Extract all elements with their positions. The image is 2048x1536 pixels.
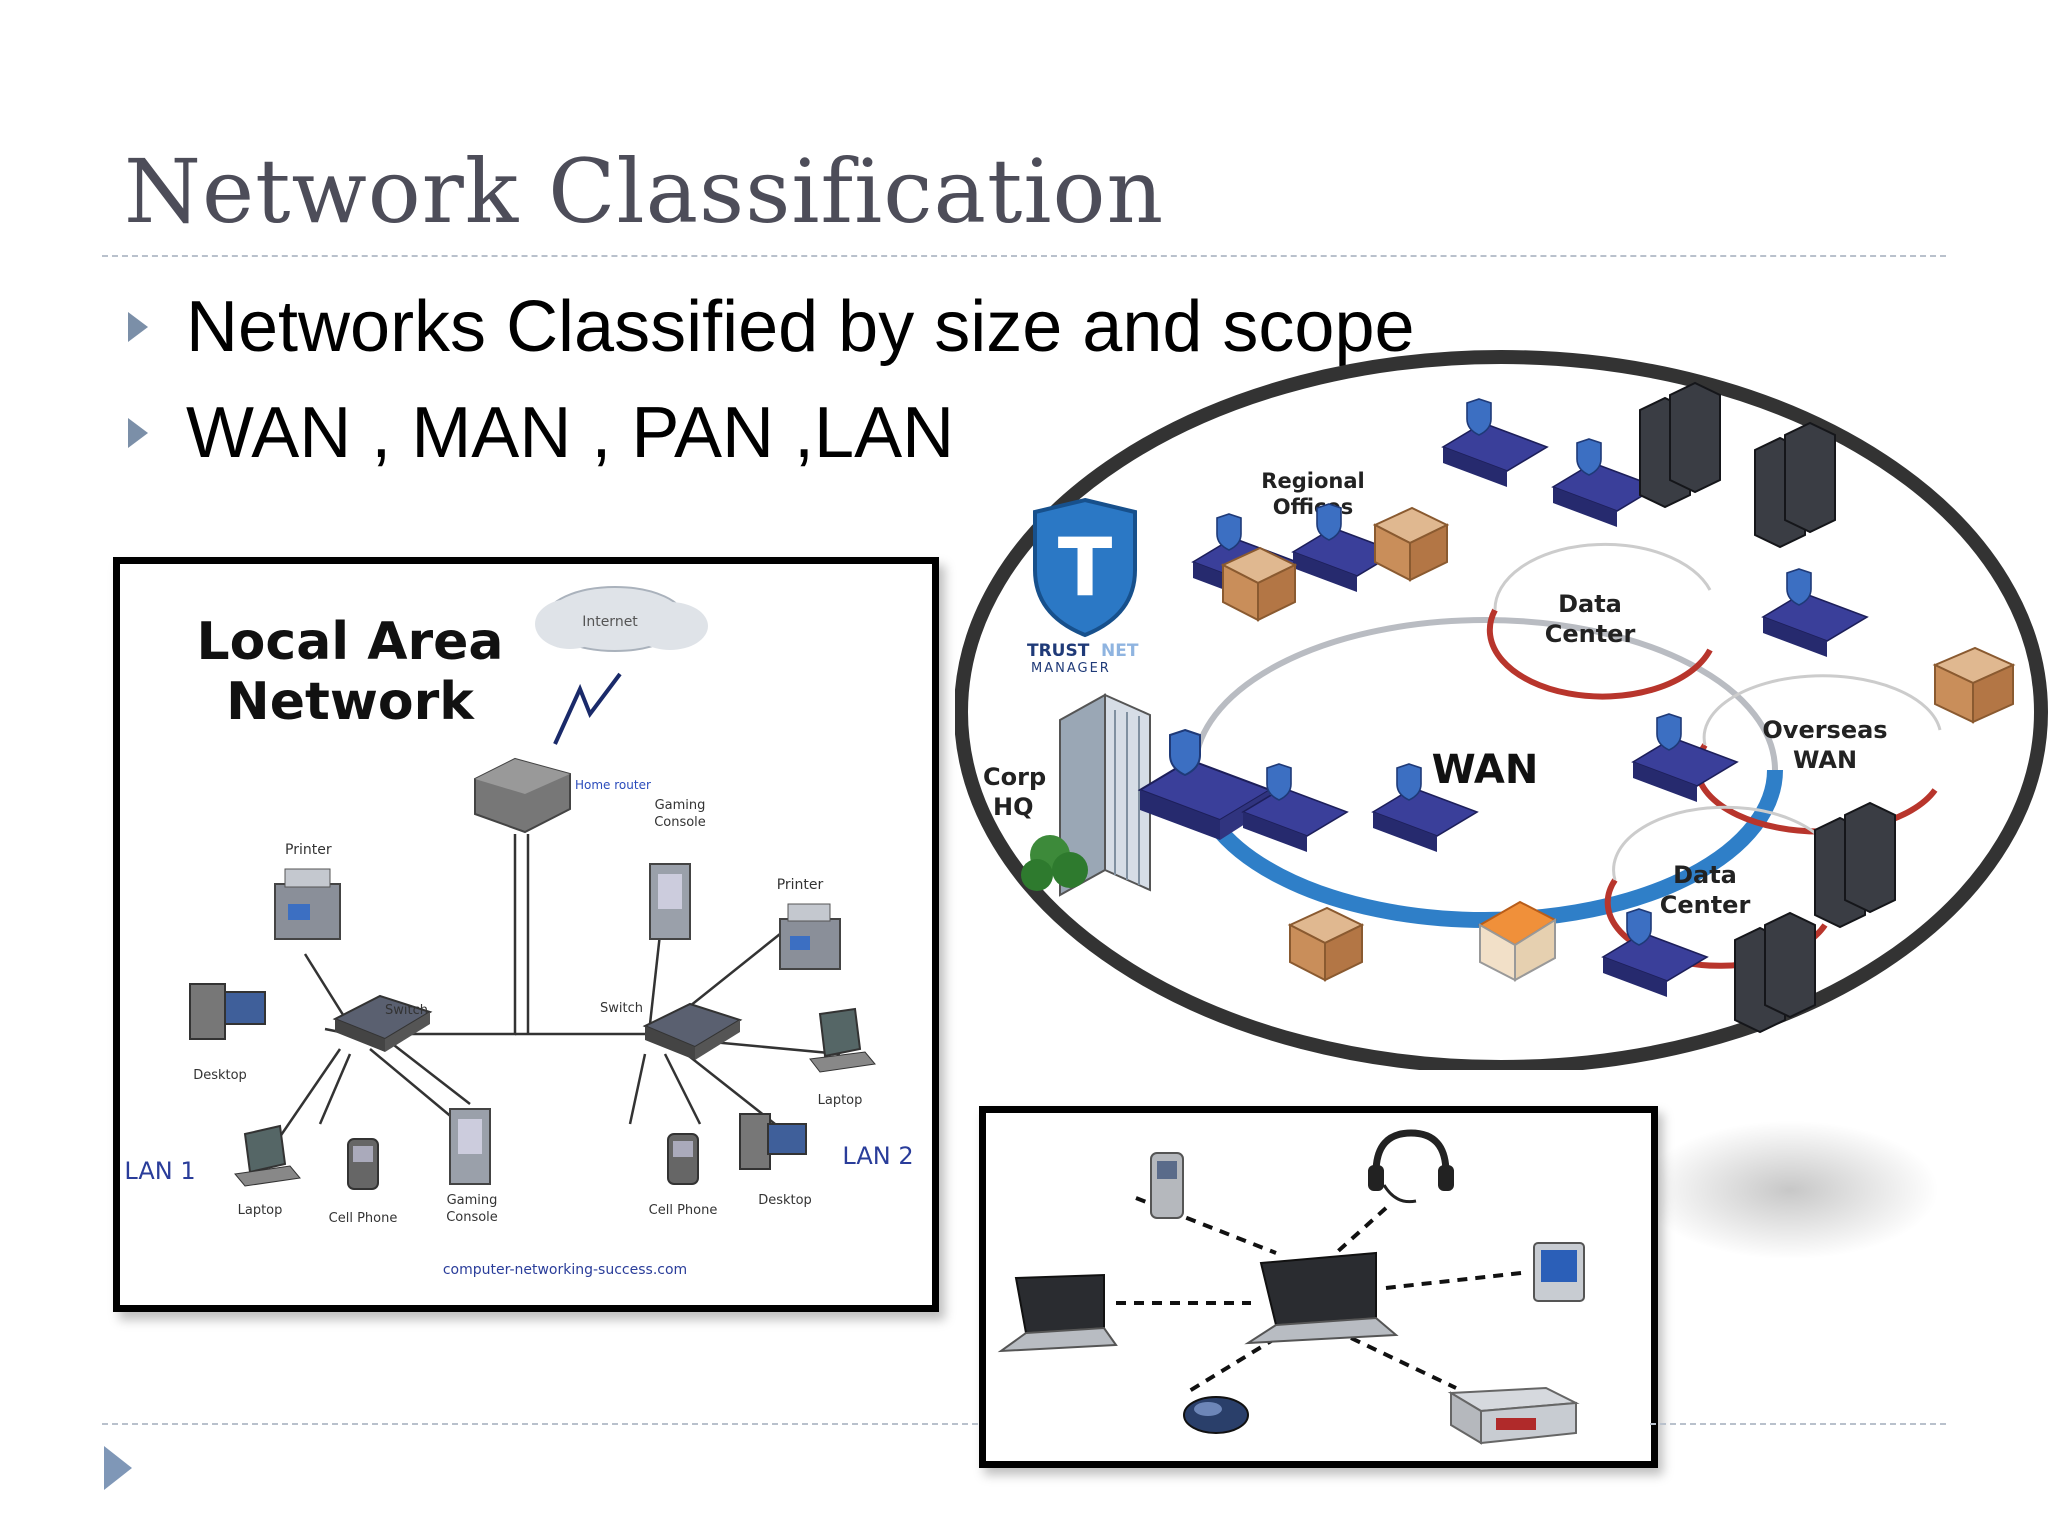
router-icon — [1241, 763, 1349, 852]
trustnet-brand-1: TRUST — [1027, 641, 1090, 661]
house-icon — [1477, 900, 1558, 982]
trustnet-brand-3: MANAGER — [1031, 661, 1111, 676]
wan-ring — [1187, 769, 1783, 928]
desktop-right-label: Desktop — [758, 1193, 812, 1208]
corp-hq-label-2: HQ — [993, 793, 1034, 821]
corp-hq-building-icon — [1021, 693, 1151, 897]
cell-phone-icon — [1150, 1152, 1184, 1219]
pda-device-icon — [1533, 1242, 1585, 1302]
switch-right-label: Switch — [600, 1001, 643, 1016]
internet-cloud-icon: Internet — [535, 586, 708, 652]
footer-nav-arrow-icon — [104, 1446, 132, 1490]
desktop-left-icon: Desktop — [189, 983, 266, 1083]
printer-icon — [1447, 1386, 1580, 1445]
router-icon — [1551, 438, 1659, 527]
router-icon — [1761, 568, 1869, 657]
server-rack-icon — [1754, 421, 1836, 549]
bullet-text-1: Networks Classified by size and scope — [186, 287, 1415, 367]
server-rack-icon — [1814, 801, 1896, 929]
trustnet-brand-2: NET — [1101, 641, 1139, 661]
router-icon — [1371, 763, 1479, 852]
server-rack-icon — [1639, 381, 1721, 509]
bullet-item-2: WAN , MAN , PAN ,LAN — [128, 392, 954, 474]
mouse-icon — [1183, 1396, 1249, 1434]
switch-left-icon: Switch — [332, 994, 433, 1052]
cell-phone-right-label: Cell Phone — [649, 1203, 718, 1218]
cell-phone-left-icon: Cell Phone — [329, 1138, 398, 1226]
corp-hq-label-1: Corp — [983, 763, 1046, 791]
data-center-top-label-2: Center — [1545, 620, 1636, 648]
internet-label: Internet — [582, 614, 638, 630]
bullet-marker-icon — [128, 418, 148, 448]
lan-title-line2: Network — [226, 672, 475, 732]
lan-title-line1: Local Area — [197, 612, 504, 672]
footer-divider-left — [102, 1423, 978, 1425]
pan-diagram — [979, 1106, 1658, 1468]
gaming-console-top-label-1: Gaming — [655, 798, 706, 813]
laptop-left-icon — [997, 1273, 1118, 1353]
lan1-label: LAN 1 — [124, 1157, 195, 1185]
desktop-right-icon: Desktop — [739, 1113, 812, 1208]
router-icon — [1601, 908, 1709, 997]
lan2-label: LAN 2 — [842, 1142, 913, 1170]
laptop-left-label: Laptop — [238, 1203, 283, 1218]
gaming-console-top-label-2: Console — [654, 815, 706, 830]
wan-label: WAN — [1432, 747, 1539, 793]
lan-diagram: Internet Home router Local Area Network … — [113, 557, 939, 1312]
trustnet-shield-icon: T — [1033, 497, 1137, 638]
gaming-console-bottom-icon: Gaming Console — [446, 1108, 498, 1225]
gaming-console-bottom-label-2: Console — [446, 1210, 498, 1225]
laptop-right-icon: Laptop — [809, 1007, 876, 1108]
router-label: Home router — [575, 778, 651, 792]
data-center-top-arc — [1486, 608, 1713, 700]
switch-right-icon: Switch — [600, 1001, 743, 1060]
pan-shadow — [1640, 1120, 1940, 1260]
laptop-left-icon: Laptop — [234, 1124, 301, 1218]
laptop-right-label: Laptop — [818, 1093, 863, 1108]
regional-offices-label-1: Regional — [1261, 469, 1364, 493]
desktop-left-label: Desktop — [193, 1068, 247, 1083]
printer-right-icon: Printer — [777, 877, 841, 970]
cell-phone-left-label: Cell Phone — [329, 1211, 398, 1226]
printer-left-label: Printer — [285, 842, 332, 858]
data-center-bottom-label-1: Data — [1673, 861, 1737, 889]
server-rack-icon — [1734, 911, 1816, 1034]
router-icon — [1441, 398, 1549, 487]
data-center-top-label-1: Data — [1558, 590, 1622, 618]
printer-left-icon: Printer — [274, 842, 341, 940]
laptop-center-icon — [1244, 1251, 1399, 1345]
trustnet-logo-letter: T — [1058, 521, 1113, 614]
office-building-icon — [1932, 646, 2016, 724]
router-icon: Home router — [474, 757, 651, 834]
lan-source-label: computer-networking-success.com — [443, 1262, 687, 1278]
headset-icon — [1368, 1129, 1454, 1204]
router-icon — [1631, 713, 1739, 802]
pan-diagram-svg — [997, 1129, 1585, 1445]
office-building-icon — [1287, 906, 1365, 982]
wireless-link-icon — [553, 672, 622, 745]
footer-divider-right — [1650, 1423, 1946, 1425]
overseas-wan-label-2: WAN — [1793, 746, 1857, 774]
office-building-icon — [1220, 546, 1298, 622]
title-divider — [102, 255, 1946, 257]
overseas-wan-label-1: Overseas — [1762, 716, 1887, 744]
bullet-text-2: WAN , MAN , PAN ,LAN — [186, 393, 955, 473]
data-center-bottom-label-2: Center — [1660, 891, 1751, 919]
office-building-icon — [1372, 506, 1450, 582]
slide-title: Network Classification — [124, 140, 1165, 243]
gaming-console-top-icon: Gaming Console — [649, 798, 706, 940]
printer-right-label: Printer — [777, 877, 824, 893]
gaming-console-bottom-label-1: Gaming — [447, 1193, 498, 1208]
bullet-marker-icon — [128, 312, 148, 342]
cell-phone-right-icon: Cell Phone — [649, 1133, 718, 1218]
switch-left-label: Switch — [385, 1003, 428, 1018]
wan-diagram: WAN Data Center Overseas WAN Data Center… — [955, 350, 2048, 1070]
lan-diagram-svg: Internet Home router Local Area Network … — [124, 586, 914, 1278]
bullet-item-1: Networks Classified by size and scope — [128, 286, 1415, 368]
